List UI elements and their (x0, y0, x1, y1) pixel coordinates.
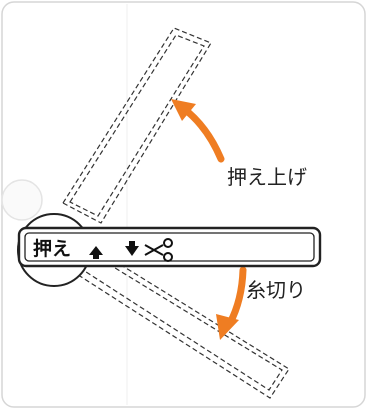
arrow-up-motion-icon (171, 99, 225, 163)
lever-raised-position (62, 27, 212, 224)
arrow-down-motion-icon (216, 266, 247, 340)
arrow-up-icon (89, 246, 103, 259)
scissors-icon (144, 238, 173, 262)
arrow-down-icon (125, 241, 139, 256)
presser-up-label: 押え上げ (227, 165, 307, 189)
thread-cutter-label: 糸切り (246, 278, 306, 302)
lever-label: 押え (33, 238, 72, 260)
knob (1, 179, 43, 221)
